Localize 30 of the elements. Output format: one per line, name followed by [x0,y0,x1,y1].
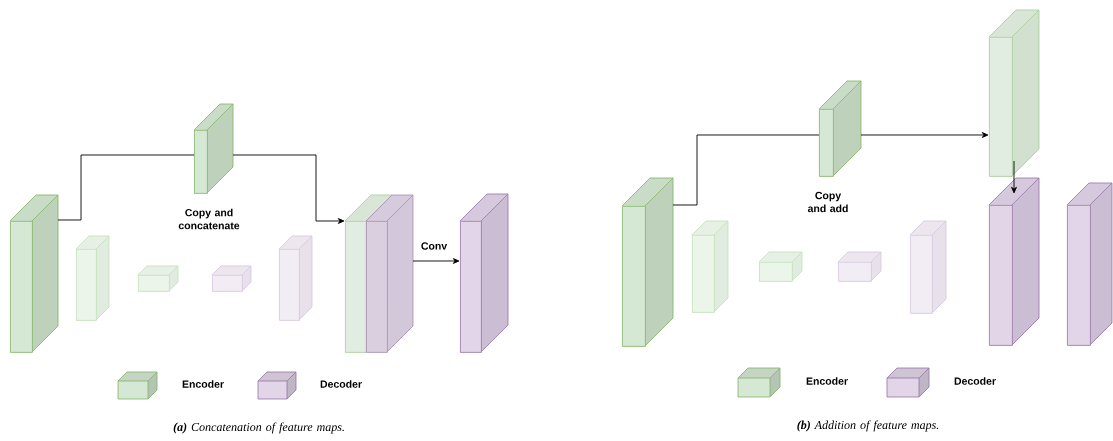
feature-map-block [278,235,313,321]
annotation-text: Copy and add [807,191,848,213]
feature-map-block [1066,182,1113,346]
feature-map-block [459,193,509,353]
legend-label: Encoder [806,377,848,385]
feature-map-block [193,103,234,194]
feature-map-block [621,177,674,347]
feature-map-block [365,194,414,353]
feature-map-block [909,220,947,314]
legend-label: Decoder [954,377,996,385]
arrow [232,154,345,224]
legend-label: Encoder [182,380,224,388]
legend-label: Decoder [320,380,362,388]
caption: (b) Addition of feature maps. [797,420,939,432]
edge-label: Conv [419,241,449,251]
feature-map-block [137,265,179,292]
feature-map-block [988,177,1040,346]
caption: (a) Concatenation of feature maps. [173,422,344,434]
feature-map-block [988,9,1040,177]
feature-map-block [9,194,59,353]
arrow [860,132,989,138]
annotation-text: Copy and concatenate [178,208,240,230]
feature-map-block [837,251,882,282]
arrow [1011,160,1017,194]
feature-map-block [75,235,110,321]
feature-map-block [818,80,862,177]
feature-map-block [758,251,803,282]
feature-map-block [691,220,729,313]
arrow [412,258,460,264]
feature-map-block [211,265,252,292]
